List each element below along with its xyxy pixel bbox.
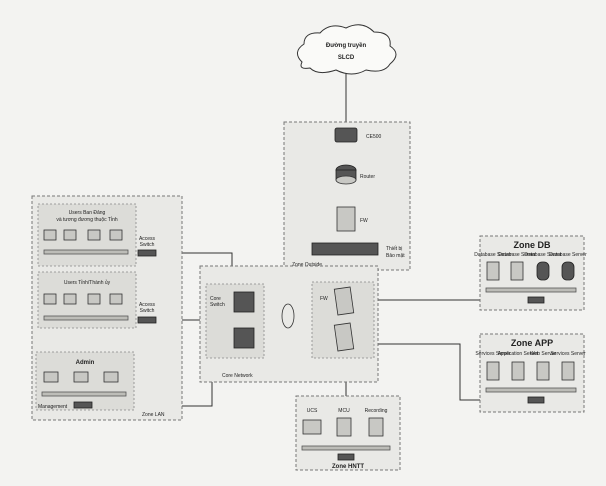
- recording-server-icon: [368, 417, 384, 437]
- db-server-label-3: Database Server: [524, 252, 562, 258]
- db-switch-icon: [527, 296, 545, 304]
- db-server-label-2: Database Server: [498, 252, 536, 258]
- mcu-server-icon: [336, 417, 352, 437]
- zone-db-title: Zone DB: [514, 240, 551, 250]
- security-appliance-icon: [311, 242, 379, 256]
- access-switch-2-line2: Switch: [140, 308, 155, 314]
- hntt-bus: [301, 445, 391, 451]
- db-server-label-4: Database Server: [549, 252, 587, 258]
- pc-icon: [63, 293, 77, 305]
- laptop-icon: [103, 371, 119, 383]
- cloud-slcd: Đường truyền SLCD: [297, 24, 397, 75]
- hntt-item-label-1: UCS: [307, 408, 318, 414]
- laptop-icon: [87, 229, 101, 241]
- server-icon: [561, 361, 575, 381]
- access-switch-1-line2: Switch: [140, 242, 155, 248]
- app-server-label-2: Application Server: [498, 351, 539, 357]
- server-icon: [536, 361, 550, 381]
- fw-core-1-icon: [333, 286, 355, 316]
- laptop-icon: [73, 371, 89, 383]
- hntt-item-label-2: MCU: [338, 408, 350, 414]
- db-bus: [485, 287, 577, 293]
- app-server-label-3: Web Server: [530, 351, 557, 357]
- access-switch-1-line1: Access: [139, 236, 156, 242]
- zone-db: Zone DB Database Server Database Server …: [474, 235, 587, 311]
- access-switch-2-icon: [137, 316, 157, 324]
- app-server-label-4: Services Server: [550, 351, 586, 357]
- zone-app-title: Zone APP: [511, 338, 553, 348]
- zone-app: Zone APP Services Server Application Ser…: [475, 333, 586, 413]
- zone-outside: CE500 Router FW Thiết bị Bảo mật Zone Ou…: [283, 121, 411, 271]
- link-aggregation-icon: [281, 303, 295, 329]
- app-server-label-1: Services Server: [475, 351, 511, 357]
- app-switch-icon: [527, 396, 545, 404]
- core-switch-1-icon: [233, 291, 255, 313]
- zone-lan: Users Ban Đảng và tương đương thuộc Tỉnh…: [31, 195, 183, 421]
- cloud-shape: [297, 24, 397, 75]
- pc-icon: [43, 229, 57, 241]
- pc-icon: [63, 229, 77, 241]
- admin-label: Admin: [76, 360, 95, 366]
- router-label: Router: [360, 174, 375, 180]
- zone-hntt: UCS MCU Recording Zone HNTT: [295, 395, 401, 471]
- ucs-monitor-icon: [302, 419, 322, 435]
- fw-outside-label: FW: [360, 218, 368, 224]
- database-icon: [536, 261, 550, 281]
- lan-bus-1: [43, 249, 129, 255]
- management-label: Management: [38, 404, 68, 410]
- zone-lan-label: Zone LAN: [142, 412, 165, 418]
- user-group-1-line2: và tương đương thuộc Tỉnh: [56, 216, 117, 223]
- user-group-1-line1: Users Ban Đảng: [69, 210, 106, 216]
- laptop-icon: [87, 293, 101, 305]
- hntt-item-label-3: Recording: [365, 408, 388, 414]
- access-switch-2-line1: Access: [139, 302, 156, 308]
- management-switch-icon: [73, 401, 93, 409]
- ce500-router-icon: [334, 127, 358, 143]
- security-label-2: Bảo mật: [386, 253, 405, 259]
- hntt-switch-icon: [337, 453, 355, 461]
- laptop-icon: [43, 371, 59, 383]
- core-switch-line2: Switch: [210, 302, 225, 308]
- core-switch-line1: Core: [210, 296, 221, 302]
- server-icon: [486, 261, 500, 281]
- user-group-2-label: Users Tỉnh/Thành ủy: [64, 279, 111, 286]
- pc-icon: [109, 229, 123, 241]
- cloud-line2: SLCD: [338, 55, 355, 61]
- core-switch-2-icon: [233, 327, 255, 349]
- app-bus: [485, 387, 577, 393]
- lan-bus-2: [43, 315, 129, 321]
- security-label-1: Thiết bị: [386, 246, 402, 252]
- pc-icon: [43, 293, 57, 305]
- core-network-label: Core Network: [222, 373, 253, 379]
- database-icon: [561, 261, 575, 281]
- server-icon: [510, 261, 524, 281]
- zone-outside-label: Zone Outside: [292, 262, 322, 268]
- fw-outside-icon: [336, 206, 356, 232]
- pc-icon: [109, 293, 123, 305]
- router-base-icon: [335, 175, 357, 185]
- server-icon: [511, 361, 525, 381]
- admin-bus: [41, 391, 127, 397]
- cloud-line1: Đường truyền: [326, 43, 367, 49]
- zone-hntt-title: Zone HNTT: [332, 464, 364, 470]
- ce500-label: CE500: [366, 134, 382, 140]
- fw-core-2-icon: [333, 322, 355, 352]
- access-switch-1-icon: [137, 249, 157, 257]
- db-server-label-1: Database Server: [474, 252, 512, 258]
- core-fw-label: FW: [320, 296, 328, 302]
- server-icon: [486, 361, 500, 381]
- core-network: Core Switch FW Core Network: [199, 265, 379, 383]
